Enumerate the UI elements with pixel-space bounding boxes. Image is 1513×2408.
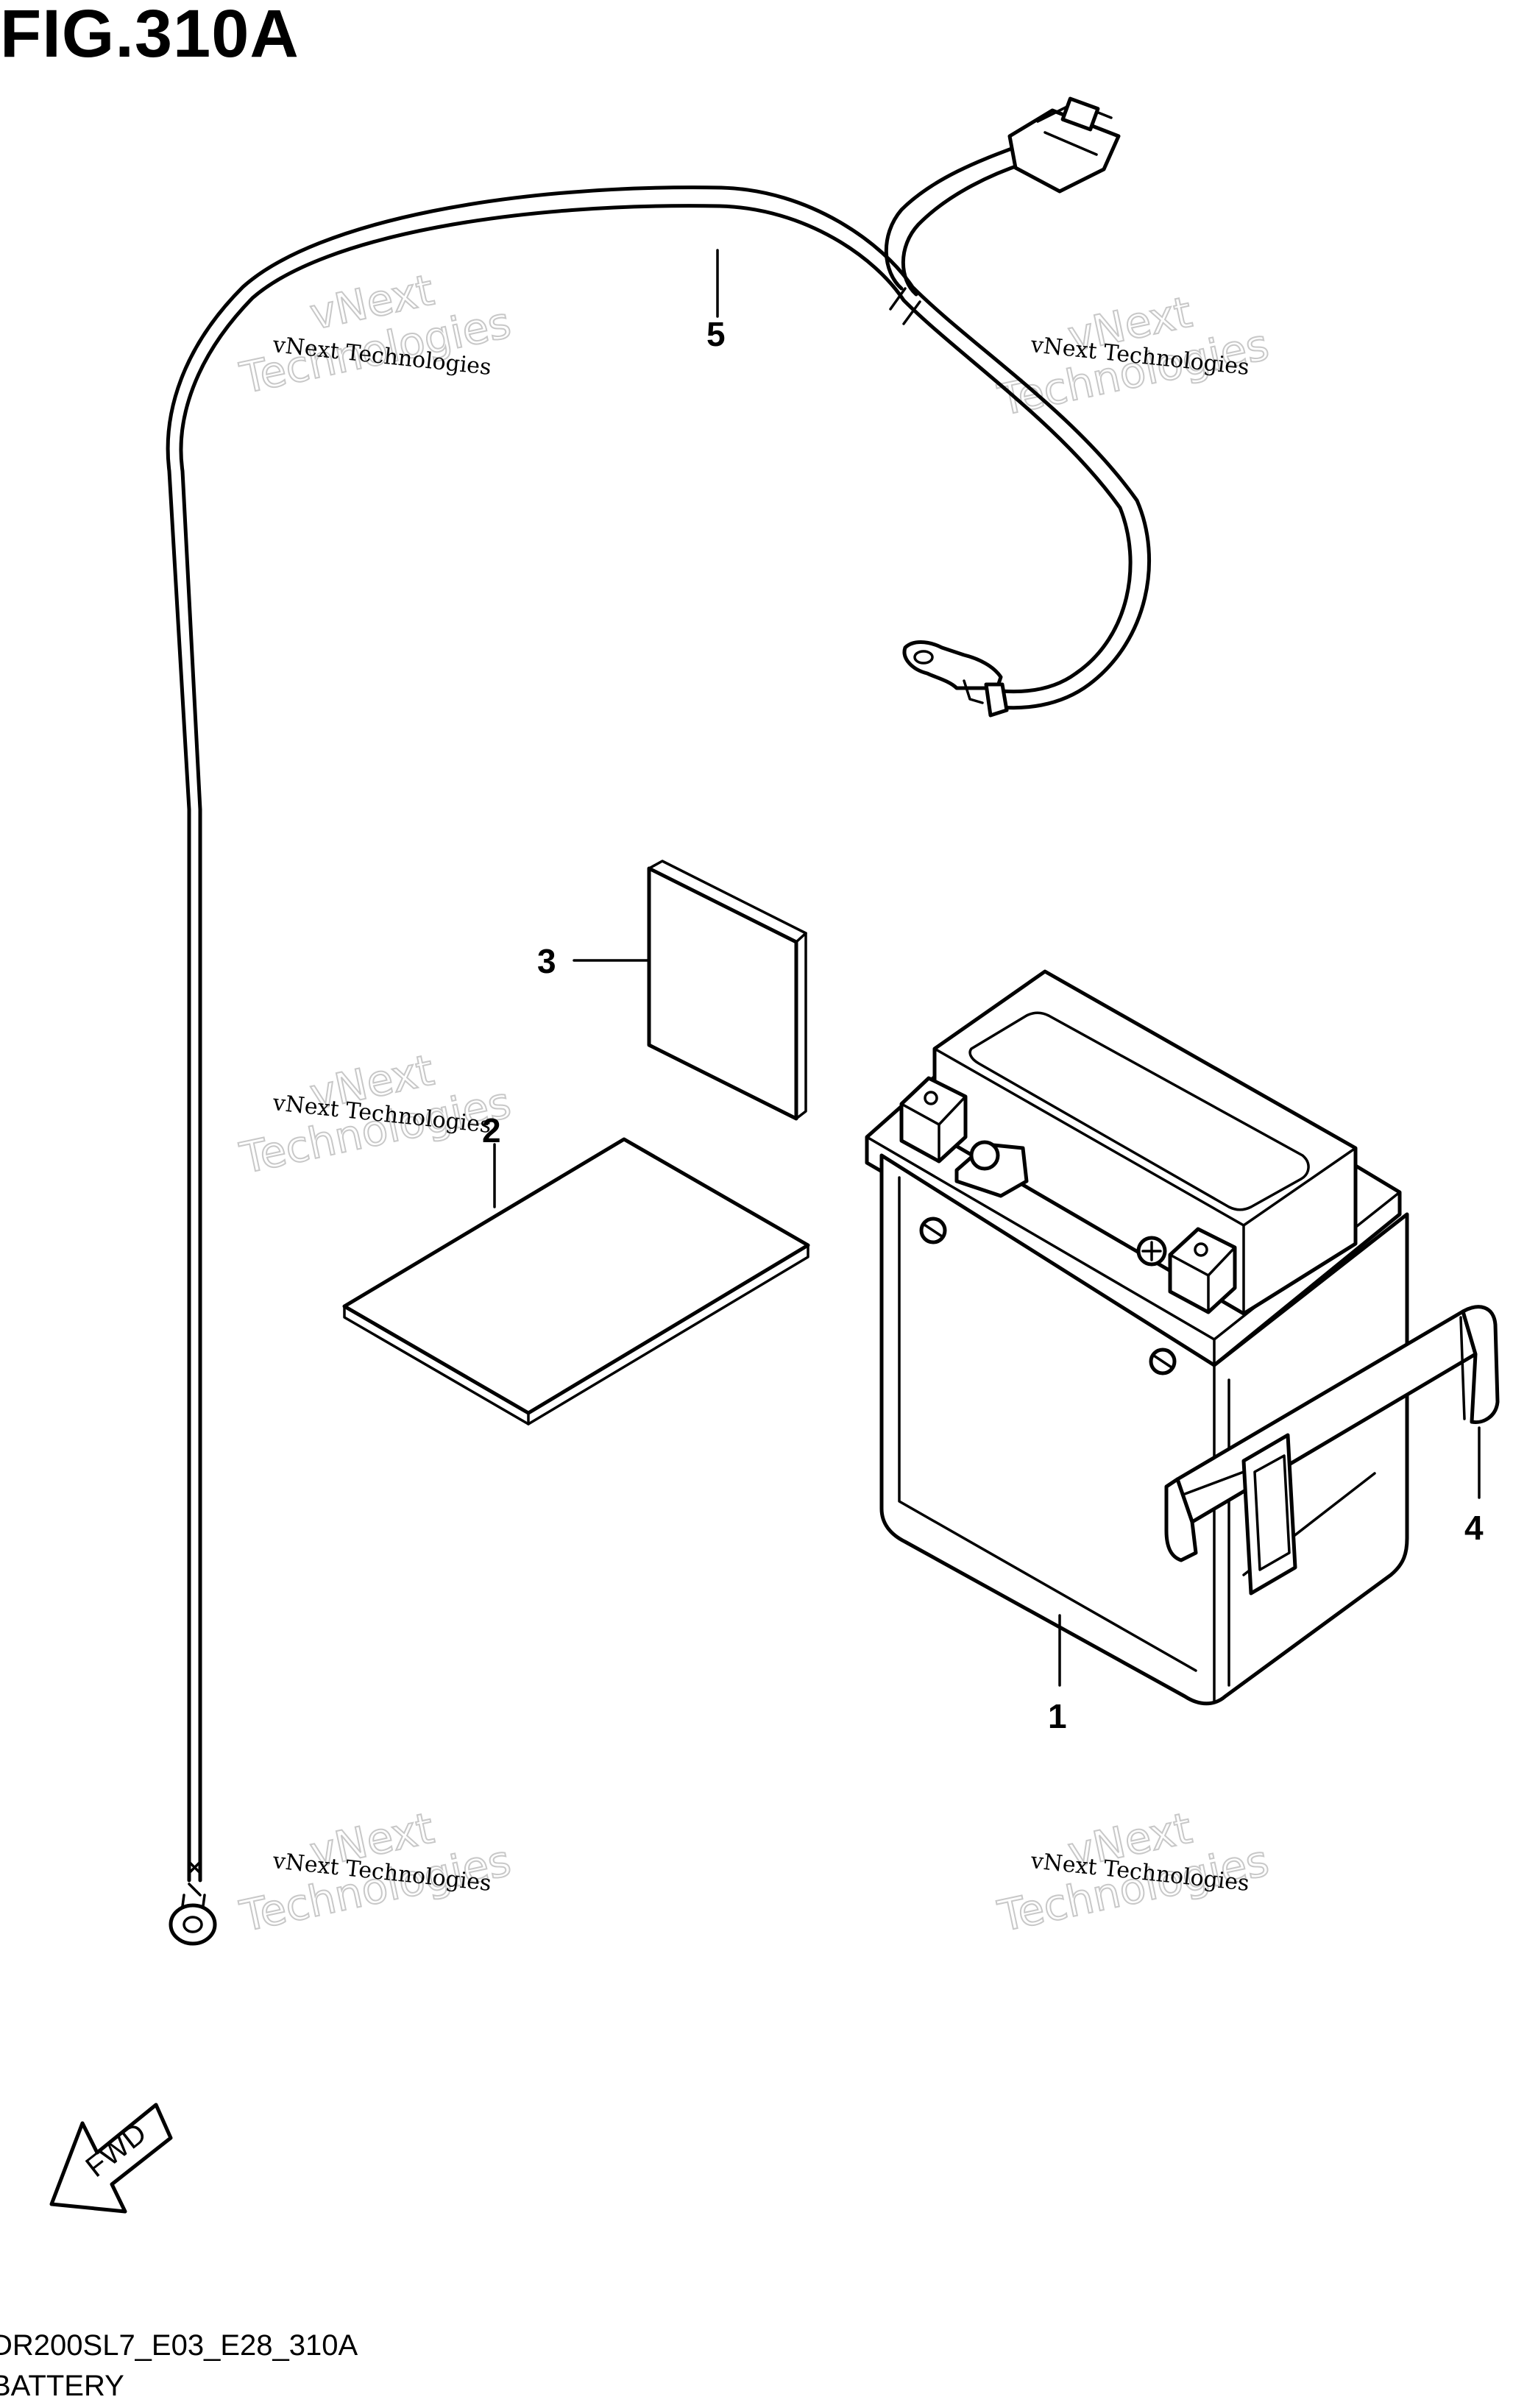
figure-model-code: DR200SL7_E03_E28_310A: [0, 2329, 358, 2362]
callout-3: 3: [537, 942, 556, 980]
callout-5: 5: [706, 315, 726, 353]
figure-title: FIG.310A: [0, 0, 300, 71]
part-2-sheet: [342, 1137, 810, 1426]
leader-lines: [493, 249, 1481, 1687]
watermark-top-right: vNext Technologies: [993, 286, 1274, 426]
callout-1: 1: [1048, 1697, 1067, 1735]
callout-2: 2: [482, 1111, 501, 1150]
forward-arrow-icon: FWD: [49, 2103, 173, 2214]
part-1-battery: [865, 969, 1409, 1706]
part-5-battery-cable: [166, 96, 1151, 1946]
figure-section-name: BATTERY: [0, 2370, 124, 2402]
watermark-top-left: vNext Technologies: [235, 264, 516, 404]
part-3-pad: [647, 860, 807, 1121]
callout-4: 4: [1464, 1509, 1484, 1547]
part-4-band: [1164, 1305, 1500, 1596]
